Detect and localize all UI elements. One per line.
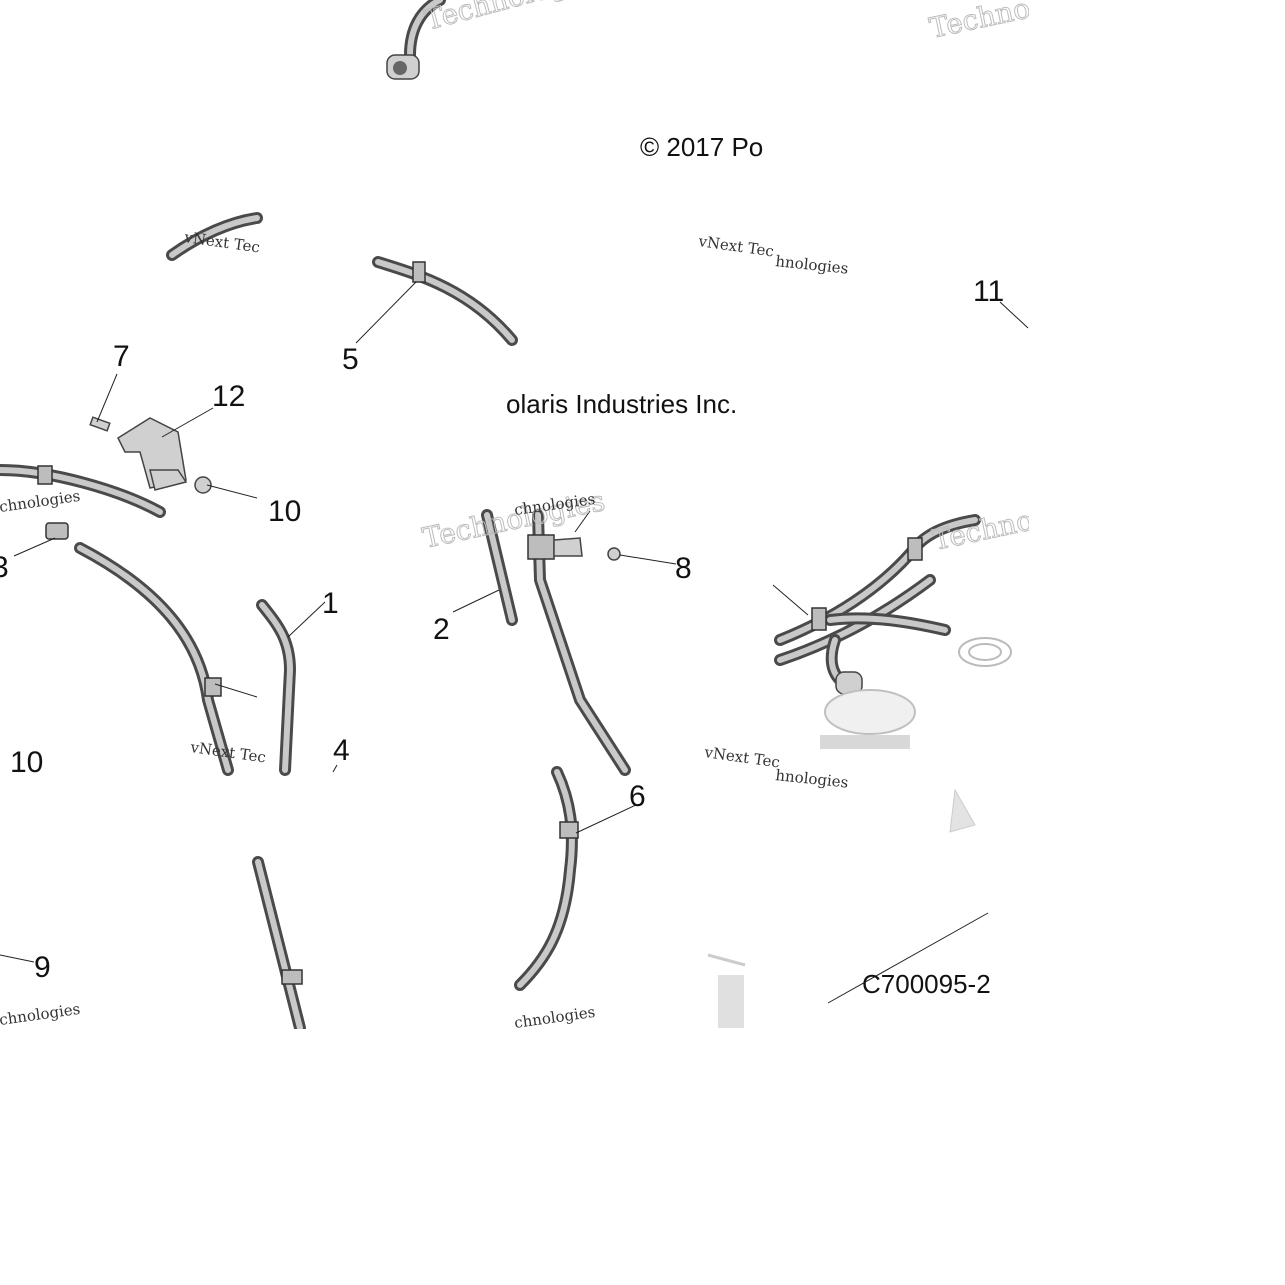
nut-10-top <box>194 476 212 494</box>
watermark-frag-4: chnologies <box>0 1000 81 1029</box>
callout-1: 1 <box>322 587 339 620</box>
callout-3: 3 <box>0 551 9 584</box>
watermark-logo-1: Technologies <box>421 0 609 37</box>
pipe-cluster-right <box>774 514 1012 749</box>
copyright-fragment-2: olaris Industries Inc. <box>506 389 737 419</box>
pipe-4 <box>252 856 306 1034</box>
watermark-frag-1: hnologies <box>775 252 850 278</box>
callout-10: 10 <box>10 746 43 779</box>
watermark-brand-2: vNext Tec <box>696 232 775 261</box>
bolt-7 <box>89 416 111 432</box>
pipe-2 <box>481 509 518 626</box>
callout-12: 12 <box>212 380 245 413</box>
watermark-frag-2: hnologies <box>775 766 850 792</box>
callout-10-top: 10 <box>268 495 301 528</box>
pipe-left-row3 <box>0 464 166 518</box>
watermark-frag-6: chnologies <box>513 1003 596 1032</box>
watermark-brand-4: vNext Tec <box>702 743 781 772</box>
bracket-12 <box>117 417 188 491</box>
leader-lines <box>0 281 1029 1004</box>
pipe-6 <box>514 766 579 991</box>
watermarks: Technologies Technologies Technologies T… <box>0 0 1118 1032</box>
hose-end-top <box>386 0 446 80</box>
callout-2: 2 <box>433 613 450 646</box>
callout-numbers: 1 2 3 4 5 6 7 8 9 10 10 11 12 <box>0 275 1004 984</box>
pipe-5 <box>372 256 518 346</box>
copyright-fragment-1: © 2017 Po <box>640 132 763 162</box>
pipe-1 <box>256 599 296 776</box>
pipe-3 <box>45 522 234 776</box>
callout-6: 6 <box>629 780 646 813</box>
pipe-arc-left-top <box>166 212 263 261</box>
watermark-frag-3: chnologies <box>0 487 81 516</box>
callout-7: 7 <box>113 340 130 373</box>
pipe-8 <box>527 509 631 776</box>
callout-11: 11 <box>973 275 1004 308</box>
fragments-right-bottom <box>707 788 976 1028</box>
watermark-brand-1: vNext Tec <box>182 228 261 257</box>
callout-9: 9 <box>34 951 51 984</box>
diagram-reference-code: C700095-2 <box>862 969 991 999</box>
callout-4: 4 <box>333 734 350 767</box>
callout-8: 8 <box>675 552 692 585</box>
callout-5: 5 <box>342 343 359 376</box>
